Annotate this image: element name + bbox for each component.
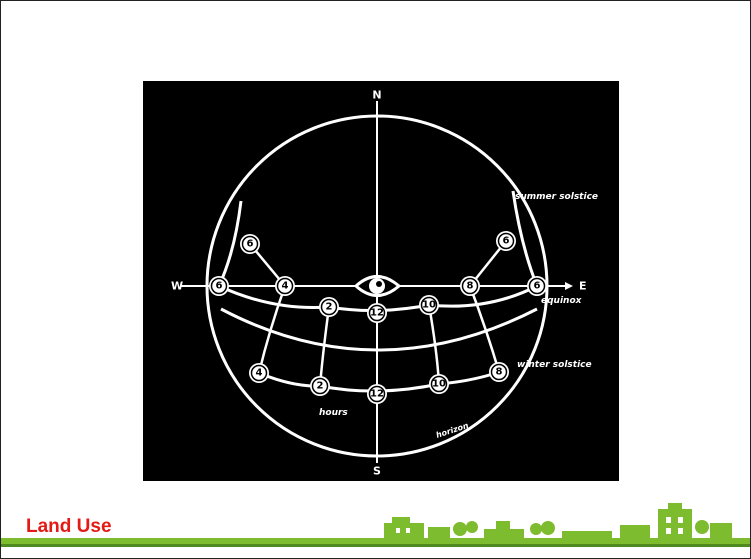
svg-text:6: 6	[216, 281, 223, 292]
equinox-hour-sunrise: 6	[209, 276, 229, 296]
summer-hour-east: 6	[496, 231, 516, 251]
footer-band-shadow	[1, 544, 750, 547]
east-label: E	[579, 280, 587, 293]
svg-text:10: 10	[422, 300, 436, 311]
north-label: N	[372, 89, 381, 102]
equinox-hour-8: 8	[460, 276, 480, 296]
west-label: W	[171, 280, 183, 293]
footer-title: Land Use	[26, 516, 112, 538]
svg-text:4: 4	[256, 368, 263, 379]
equinox-hour-sunset: 6	[527, 276, 547, 296]
winter-hour-4: 4	[249, 363, 269, 383]
equinox-hour-2: 2	[319, 297, 339, 317]
equinox-label: equinox	[541, 296, 583, 306]
south-label: S	[373, 465, 381, 478]
sun-path-diagram: 6 6 6 4 2	[143, 81, 619, 481]
svg-text:8: 8	[467, 281, 474, 292]
winter-hour-2: 2	[310, 376, 330, 396]
svg-text:12: 12	[370, 308, 384, 319]
east-arrow	[565, 282, 573, 290]
equinox-hour-12: 12	[367, 303, 387, 323]
equinox-hour-10: 10	[419, 295, 439, 315]
hours-label: hours	[319, 408, 348, 418]
town-skyline-icon	[376, 501, 736, 541]
winter-solstice-label: winter solstice	[517, 360, 592, 370]
svg-text:12: 12	[370, 389, 384, 400]
svg-text:4: 4	[282, 281, 289, 292]
summer-hour-west: 6	[240, 234, 260, 254]
observer-eye-icon	[356, 277, 399, 296]
summer-solstice-label: summer solstice	[515, 192, 598, 202]
winter-hour-8: 8	[489, 362, 509, 382]
svg-text:2: 2	[326, 302, 333, 313]
equinox-hour-4: 4	[275, 276, 295, 296]
winter-hour-12: 12	[367, 384, 387, 404]
svg-text:6: 6	[503, 236, 510, 247]
svg-text:6: 6	[534, 281, 541, 292]
winter-hour-10: 10	[429, 374, 449, 394]
svg-text:8: 8	[496, 367, 503, 378]
sun-path-svg: 6 6 6 4 2	[143, 81, 619, 481]
svg-text:10: 10	[432, 379, 446, 390]
svg-text:6: 6	[247, 239, 254, 250]
svg-text:2: 2	[317, 381, 324, 392]
